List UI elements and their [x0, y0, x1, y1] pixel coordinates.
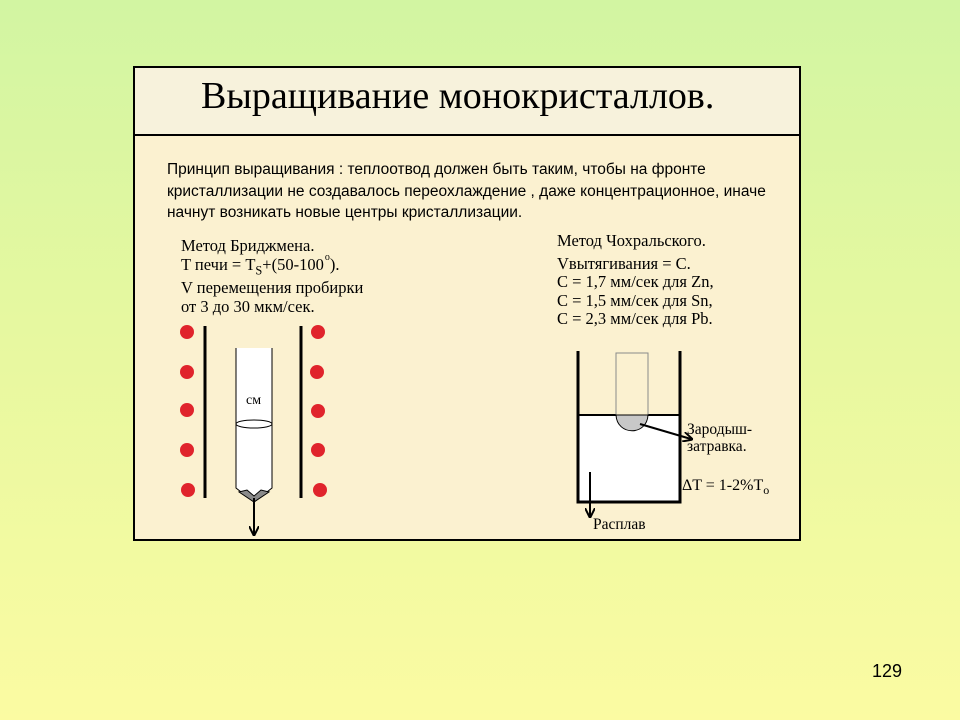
- seed-label-arrow: [639, 423, 691, 439]
- seed-label-line1: Зародыш-: [687, 421, 753, 438]
- melt-label: Расплав: [593, 516, 646, 533]
- czochralski-diagram: [576, 351, 691, 516]
- delta-t-subscript: o: [763, 483, 770, 498]
- furnace-temp-suffix: +(50-100: [262, 254, 324, 274]
- ampoule-tube: [235, 348, 273, 503]
- delta-t-formula: ΔT = 1-2%To: [682, 477, 769, 500]
- slide-title: Выращивание монокристаллов.: [201, 75, 715, 117]
- heater-dots-right: [310, 325, 327, 497]
- furnace-temp-prefix: T печи = T: [181, 254, 256, 274]
- czochralski-heading: Метод Чохральского.: [557, 231, 706, 250]
- speed-sn: С = 1,5 мм/сек для Sn,: [557, 290, 713, 310]
- tube-label: см: [246, 393, 262, 408]
- slide-content-box: Выращивание монокристаллов. Принцип выра…: [133, 66, 801, 541]
- bridgman-heading: Метод Бриджмена.: [181, 236, 315, 255]
- czochralski-text: Метод Чохральского. Vвытягивания = С. С …: [557, 231, 714, 329]
- principle-text: Принцип выращивания : теплоотвод должен …: [167, 161, 766, 221]
- title-bar: Выращивание монокристаллов.: [135, 68, 799, 136]
- crystallization-front: [235, 419, 273, 429]
- furnace-temp-subscript: S: [255, 262, 263, 277]
- pull-speed: Vвытягивания = С.: [557, 253, 691, 273]
- page-number: 129: [871, 661, 902, 681]
- seed-holder: [615, 352, 649, 416]
- heater-dots-left: [180, 325, 195, 497]
- furnace-temp-close: ).: [329, 254, 340, 274]
- seed-crystal: [615, 414, 649, 432]
- seed-label: Зародыш- затравка.: [687, 421, 752, 455]
- bridgman-furnace-diagram: [180, 325, 327, 534]
- degree-mark: o: [324, 251, 330, 263]
- crucible-walls: [576, 351, 682, 504]
- speed-pb: С = 2,3 мм/сек для Pb.: [557, 309, 713, 328]
- tube-speed-line2: от 3 до 30 мкм/сек.: [181, 296, 315, 316]
- bridgman-text: Метод Бриджмена. T печи = TS+(50-100o). …: [181, 236, 364, 316]
- speed-zn: С = 1,7 мм/сек для Zn,: [557, 272, 714, 291]
- method-diagrams: [180, 325, 799, 539]
- delta-t-prefix: ΔT = 1-2%T: [682, 477, 764, 494]
- furnace-temp-formula: T печи = TS+(50-100o).: [181, 252, 363, 280]
- seed-label-line2: затравка.: [687, 438, 747, 455]
- tube-speed-line1: V перемещения пробирки: [181, 278, 364, 298]
